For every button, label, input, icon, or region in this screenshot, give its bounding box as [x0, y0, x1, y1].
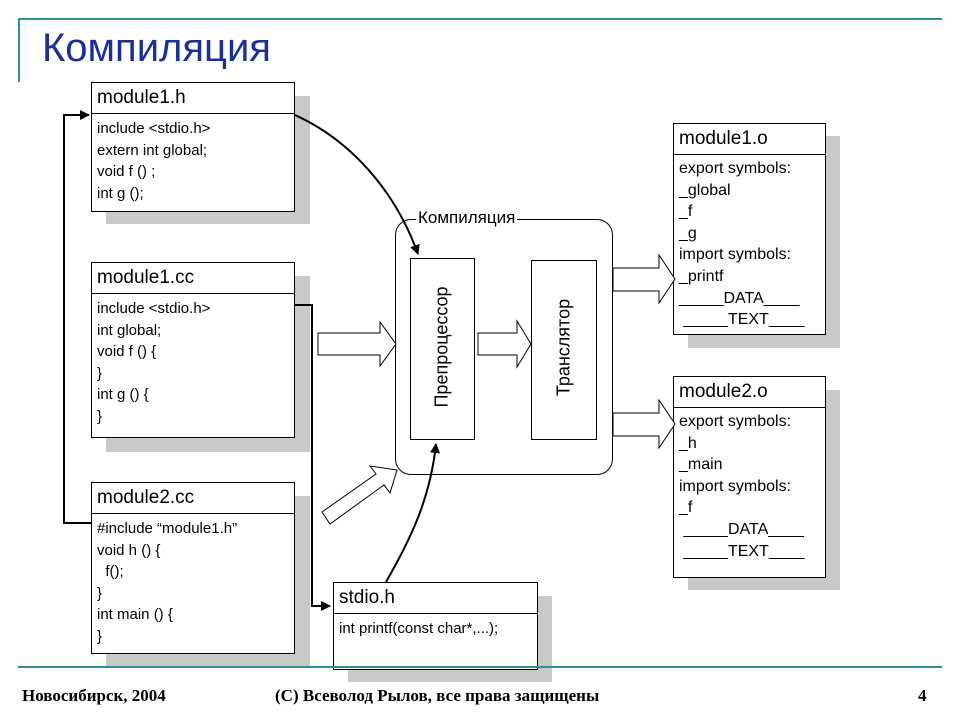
block-arrow-to-module1o	[612, 253, 676, 305]
module2-cc-box: module2.cc #include “module1.h” void h (…	[91, 482, 295, 654]
module1-cc-title: module1.cc	[92, 263, 294, 294]
code-line: }	[97, 407, 103, 425]
symbol-line: _global	[679, 181, 731, 199]
symbol-line: _____TEXT____	[679, 311, 805, 329]
code-line: include <stdio.h>	[97, 300, 211, 317]
code-line: int printf(const char*,...);	[339, 620, 499, 637]
module1-o-symbols: export symbols: _global _f _g import sym…	[674, 155, 825, 334]
symbol-line: _g	[679, 224, 697, 242]
code-line: int global;	[97, 321, 162, 339]
module1-h-box: module1.h include <stdio.h> extern int g…	[91, 82, 295, 212]
footer-copyright: (C) Всеволод Рылов, все права защищены	[275, 686, 600, 705]
include-connector	[63, 110, 91, 524]
code-line: void f () {	[97, 343, 157, 360]
bottom-rule	[18, 666, 942, 668]
translator-stage	[531, 260, 597, 440]
module1-cc-box: module1.cc include <stdio.h> int global;…	[91, 262, 295, 438]
module1-h-title: module1.h	[92, 83, 294, 114]
stdio-h-box: stdio.h int printf(const char*,...);	[333, 582, 538, 670]
module2-o-symbols: export symbols: _h _main import symbols:…	[674, 408, 825, 565]
module2-o-title: module2.o	[674, 377, 825, 408]
code-line: f();	[97, 563, 124, 580]
stdio-to-preprocessor-arrow	[385, 443, 441, 583]
symbol-line: _f	[679, 499, 693, 517]
title-bracket	[18, 18, 20, 82]
code-line: }	[97, 364, 103, 382]
code-line: void f () ;	[97, 163, 156, 180]
symbol-line: import symbols:	[679, 477, 792, 495]
code-line: void h () {	[97, 541, 161, 559]
compilation-label: Компиляция	[416, 208, 518, 228]
top-rule	[18, 18, 942, 20]
module2-cc-code: #include “module1.h” void h () { f(); } …	[92, 514, 294, 651]
stdio-h-code: int printf(const char*,...);	[334, 614, 537, 644]
module2-o-box: module2.o export symbols: _h _main impor…	[673, 376, 826, 578]
code-line: int g ();	[97, 184, 144, 202]
code-line: #include “module1.h”	[97, 520, 238, 537]
header-to-preprocessor-arrow	[294, 114, 420, 255]
module1-h-code: include <stdio.h> extern int global; voi…	[92, 114, 294, 208]
page-number: 4	[918, 686, 927, 705]
symbol-line: _f	[679, 203, 693, 221]
block-arrow-pre-to-trans	[477, 319, 532, 369]
symbol-line: _printf	[679, 267, 724, 285]
code-line: }	[97, 584, 103, 602]
stdio-h-title: stdio.h	[334, 583, 537, 614]
code-line: extern int global;	[97, 141, 208, 159]
block-arrow-module2cc-in	[321, 465, 398, 525]
symbol-line: export symbols:	[679, 413, 792, 430]
code-line: int g () {	[97, 386, 149, 403]
block-arrow-to-module2o	[612, 398, 676, 450]
symbol-line: _h	[679, 434, 697, 452]
symbol-line: _____DATA____	[679, 289, 800, 307]
module2-cc-title: module2.cc	[92, 483, 294, 514]
code-line: include <stdio.h>	[97, 120, 211, 137]
symbol-line: _main	[679, 456, 723, 474]
stdio-include-connector	[295, 304, 331, 611]
code-line: }	[97, 627, 103, 645]
symbol-line: export symbols:	[679, 160, 792, 177]
footer-location: Новосибирск, 2004	[22, 686, 166, 705]
module1-o-title: module1.o	[674, 124, 825, 155]
module1-o-box: module1.o export symbols: _global _f _g …	[673, 123, 826, 335]
module1-cc-code: include <stdio.h> int global; void f () …	[92, 294, 294, 431]
code-line: int main () {	[97, 606, 173, 623]
preprocessor-stage	[410, 258, 475, 440]
block-arrow-module1cc-in	[317, 320, 397, 368]
symbol-line: _____TEXT____	[679, 542, 805, 560]
symbol-line: import symbols:	[679, 246, 792, 264]
symbol-line: _____DATA____	[679, 520, 804, 538]
slide-title: Компиляция	[42, 26, 271, 70]
